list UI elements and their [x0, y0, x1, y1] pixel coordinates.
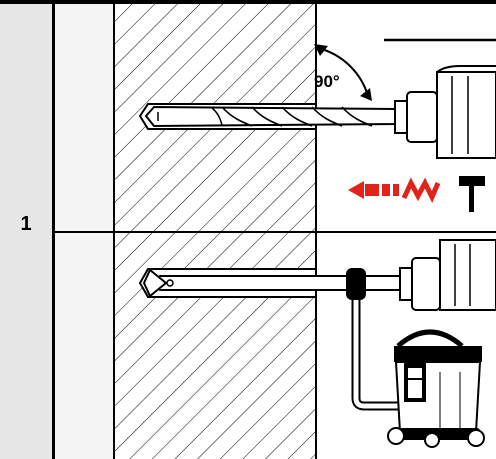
suction-adapter	[346, 268, 366, 300]
drill-bit	[144, 105, 396, 128]
angle-label: 90°	[314, 72, 340, 91]
step-number: 1	[20, 213, 32, 235]
hammer-icon	[459, 176, 485, 212]
red-dashed-left-arrow-icon	[348, 177, 441, 203]
vacuum-cleaner-icon	[387, 329, 485, 448]
vacuum-hose	[351, 300, 412, 411]
hammer-drill-bottom	[399, 239, 496, 311]
concrete-wall	[113, 4, 317, 459]
angle-indicator	[314, 44, 372, 101]
hammer-drill-top	[384, 38, 496, 159]
